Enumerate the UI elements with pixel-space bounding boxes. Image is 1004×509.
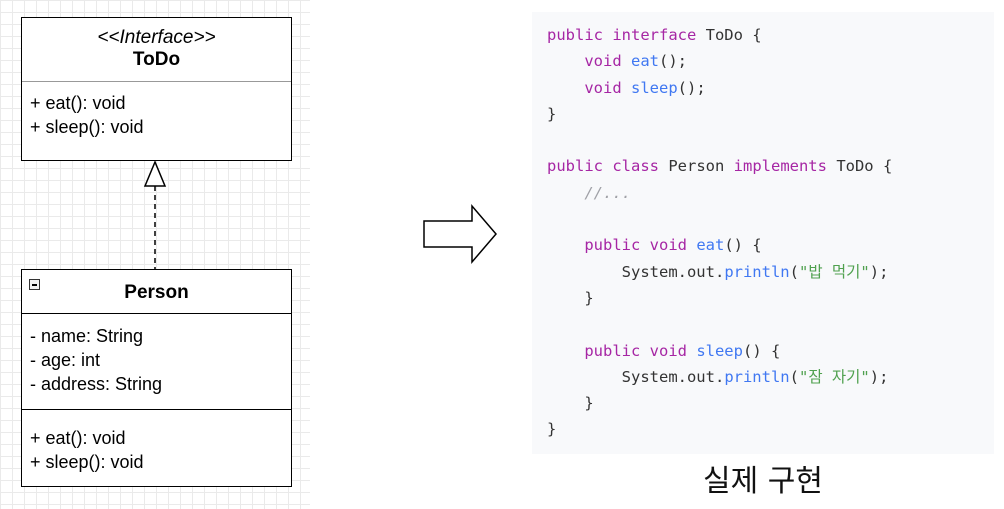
code-line: } (547, 390, 994, 416)
todo-stereotype: <<Interface>> (97, 27, 216, 48)
code-token: } (547, 394, 594, 413)
code-token: public interface (547, 26, 706, 44)
uml-class-person[interactable]: Person - name: String - age: int - addre… (21, 269, 292, 487)
code-line: public class Person implements ToDo { (547, 153, 994, 179)
code-token: println (724, 262, 790, 281)
code-token: //... (547, 183, 631, 202)
code-line: void sleep(); (547, 75, 994, 101)
code-token: public class (547, 157, 669, 176)
code-line: public void sleep() { (547, 338, 994, 364)
code-token: } (547, 104, 557, 123)
code-line: public void eat() { (547, 232, 994, 258)
person-class-name: Person (124, 282, 189, 303)
todo-operation-eat: + eat(): void (30, 93, 126, 113)
code-token: implements (733, 157, 837, 176)
caption-text: 실제 구현 (703, 464, 823, 499)
code-line: } (547, 416, 994, 442)
todo-class-name: ToDo (132, 49, 181, 70)
code-token: ( (789, 262, 799, 281)
person-attribute-address: - address: String (30, 374, 163, 394)
person-attribute-name: - name: String (30, 326, 144, 346)
person-attributes: - name: String - age: int - address: Str… (22, 314, 291, 410)
java-code-block: public interface ToDo { void eat(); void… (532, 12, 994, 454)
code-token: System.out. (547, 262, 725, 281)
person-class-header: Person (22, 270, 291, 314)
code-line: //... (547, 180, 994, 206)
code-token: ToDo { (836, 157, 893, 176)
code-token: "밥 먹기" (798, 262, 870, 281)
code-token: Person (668, 157, 734, 176)
person-operations: + eat(): void + sleep(): void (22, 410, 291, 481)
code-token: System.out. (547, 367, 725, 386)
todo-operations: + eat(): void + sleep(): void (22, 82, 291, 146)
code-token: sleep (696, 341, 743, 360)
code-token: ( (789, 367, 799, 386)
code-line: System.out.println("밥 먹기"); (547, 259, 994, 285)
code-line (547, 127, 994, 153)
code-token: () { (724, 236, 762, 255)
code-token: void (547, 78, 631, 97)
code-line: void eat(); (547, 48, 994, 74)
code-line (547, 206, 994, 232)
code-line: } (547, 101, 994, 127)
code-token: (); (677, 78, 706, 97)
minus-square-icon[interactable] (29, 279, 40, 290)
person-operation-eat: + eat(): void (30, 428, 126, 448)
code-token: public void (547, 236, 697, 255)
code-token: eat (696, 236, 725, 255)
code-line: System.out.println("잠 자기"); (547, 364, 994, 390)
code-token: } (547, 288, 594, 307)
code-line (547, 311, 994, 337)
code-token: ToDo { (705, 26, 762, 44)
code-token: println (724, 367, 790, 386)
todo-operation-sleep: + sleep(): void (30, 117, 144, 137)
code-token: sleep (631, 78, 678, 97)
code-token: () { (742, 341, 781, 360)
todo-class-header: <<Interface>> ToDo (22, 18, 291, 82)
right-arrow-icon (423, 203, 497, 265)
code-token: ); (869, 262, 889, 281)
code-line: } (547, 285, 994, 311)
code-token: eat (631, 52, 659, 71)
code-token: public void (547, 341, 697, 360)
person-operation-sleep: + sleep(): void (30, 452, 144, 472)
code-token: void (547, 52, 631, 71)
code-token: } (547, 420, 557, 439)
code-line: public interface ToDo { (547, 22, 994, 48)
code-token: (); (659, 52, 687, 71)
code-token: ); (869, 367, 889, 386)
person-attribute-age: - age: int (30, 350, 101, 370)
code-token: "잠 자기" (798, 367, 870, 386)
uml-class-todo-interface[interactable]: <<Interface>> ToDo + eat(): void + sleep… (21, 17, 292, 161)
